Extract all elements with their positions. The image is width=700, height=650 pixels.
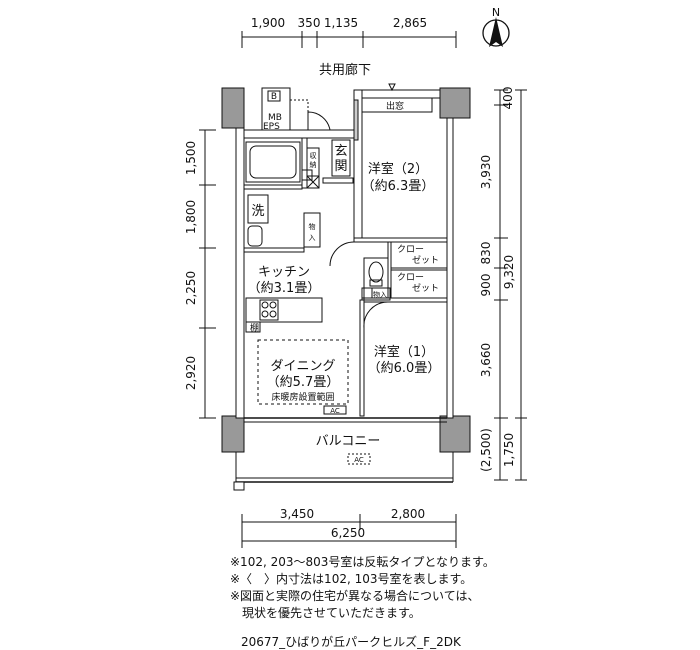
floor-heating-label: 床暖房設置範囲 xyxy=(271,391,334,403)
walls xyxy=(221,87,471,453)
note-3: ※図面と実際の住宅が異なる場合については、 xyxy=(230,589,480,603)
dining-name: ダイニング xyxy=(270,359,335,374)
footer-caption: 20677_ひばりが丘パークヒルズ_F_2DK xyxy=(241,635,461,649)
kitchen-name: キッチン xyxy=(258,265,310,280)
shelf-label: 棚 xyxy=(250,322,259,334)
balcony-dim-1: (2,500) xyxy=(479,428,493,472)
entrance-label-2: 関 xyxy=(334,159,347,174)
note-2: ※〈 〉内寸法は102, 103号室を表します。 xyxy=(230,572,473,586)
kitchen-size: （約3.1畳） xyxy=(248,281,321,296)
left-dim-1: 1,500 xyxy=(184,141,198,175)
entrance-label-1: 玄 xyxy=(334,144,347,159)
bedroom2-name: 洋室（2） xyxy=(368,161,428,177)
top-dimension-line xyxy=(241,31,457,48)
bottom-dim-2: 2,800 xyxy=(391,507,425,521)
top-dim-1: 1,900 xyxy=(251,16,285,30)
storage-a-cross xyxy=(306,175,320,189)
entrance-area xyxy=(331,139,351,177)
ac-indoor-label: AC xyxy=(330,407,340,415)
entrance-door xyxy=(353,99,359,141)
bottom-dim-total: 6,250 xyxy=(331,526,365,540)
note-4: 現状を優先させていただきます。 xyxy=(230,606,421,620)
storage-a-label-1: 収 xyxy=(310,152,317,160)
toilet xyxy=(363,257,389,299)
balcony-label: バルコニー xyxy=(316,434,381,449)
closet-2-label-1: クロー xyxy=(397,272,424,283)
bathtub xyxy=(245,141,301,183)
closet-1-label-1: クロー xyxy=(397,244,424,255)
ac-outdoor-label: AC xyxy=(354,456,364,464)
bath-cross-box xyxy=(301,169,313,181)
storage-c xyxy=(363,287,391,301)
top-dim-4: 2,865 xyxy=(393,16,427,30)
right-dim-1: 400 xyxy=(501,87,515,110)
right-dim-5: 3,660 xyxy=(479,343,493,377)
closet-2 xyxy=(390,269,448,299)
notes: ※102, 203～803号室は反転タイプとなります。 ※〈 〉内寸法は102,… xyxy=(230,554,690,622)
balcony xyxy=(233,452,454,491)
left-dimension-line xyxy=(199,129,216,419)
bay-window-label: 出窓 xyxy=(386,100,404,112)
right-dim-4: 900 xyxy=(479,274,493,297)
kitchen-counter xyxy=(245,297,323,333)
top-dim-3: 1,135 xyxy=(324,16,358,30)
dining-size: （約5.7畳） xyxy=(267,375,340,390)
storage-a-label-2: 納 xyxy=(310,160,317,169)
ventilation-icon xyxy=(388,83,396,92)
mb-label: MB xyxy=(268,113,282,123)
washroom xyxy=(247,194,269,247)
closet-1 xyxy=(390,241,448,269)
right-dim-2: 3,930 xyxy=(479,155,493,189)
bedroom1-name: 洋室（1） xyxy=(374,344,434,360)
entrance-door-swing xyxy=(307,111,331,131)
storage-b-label-1: 物 xyxy=(309,222,316,231)
mb-b-label: B xyxy=(271,92,277,102)
right-dimension-line xyxy=(494,89,527,481)
bottom-dimension-line xyxy=(241,514,457,548)
floor-heating-area xyxy=(257,339,349,405)
left-dim-2: 1,800 xyxy=(184,200,198,234)
eps-label: EPS xyxy=(263,122,280,132)
bedroom2-size: （約6.3畳） xyxy=(362,179,435,194)
north-arrow-icon xyxy=(482,17,510,47)
storage-c-label: 物入 xyxy=(373,290,387,299)
north-label: N xyxy=(492,6,500,19)
bay-window xyxy=(361,97,433,113)
ac-unit-indoor xyxy=(323,405,347,415)
toilet-door-swing xyxy=(329,241,355,267)
storage-b xyxy=(303,212,321,248)
right-dim-3: 830 xyxy=(479,242,493,265)
left-dim-3: 2,250 xyxy=(184,271,198,305)
right-dim-total: 9,320 xyxy=(502,255,516,289)
left-dim-4: 2,920 xyxy=(184,356,198,390)
note-1: ※102, 203～803号室は反転タイプとなります。 xyxy=(230,555,495,569)
bedroom1-size: （約6.0畳） xyxy=(368,361,441,376)
bedroom1-door-swing xyxy=(363,301,389,329)
closet-2-label-2: ゼット xyxy=(412,282,439,294)
storage-b-label-2: 入 xyxy=(309,234,316,242)
wash-label: 洗 xyxy=(251,204,264,219)
balcony-dim-2: 1,750 xyxy=(502,433,516,467)
closet-1-label-2: ゼット xyxy=(412,254,439,266)
corridor-label: 共用廊下 xyxy=(319,62,371,78)
top-dim-2: 350 xyxy=(298,16,321,30)
bottom-dim-1: 3,450 xyxy=(280,507,314,521)
